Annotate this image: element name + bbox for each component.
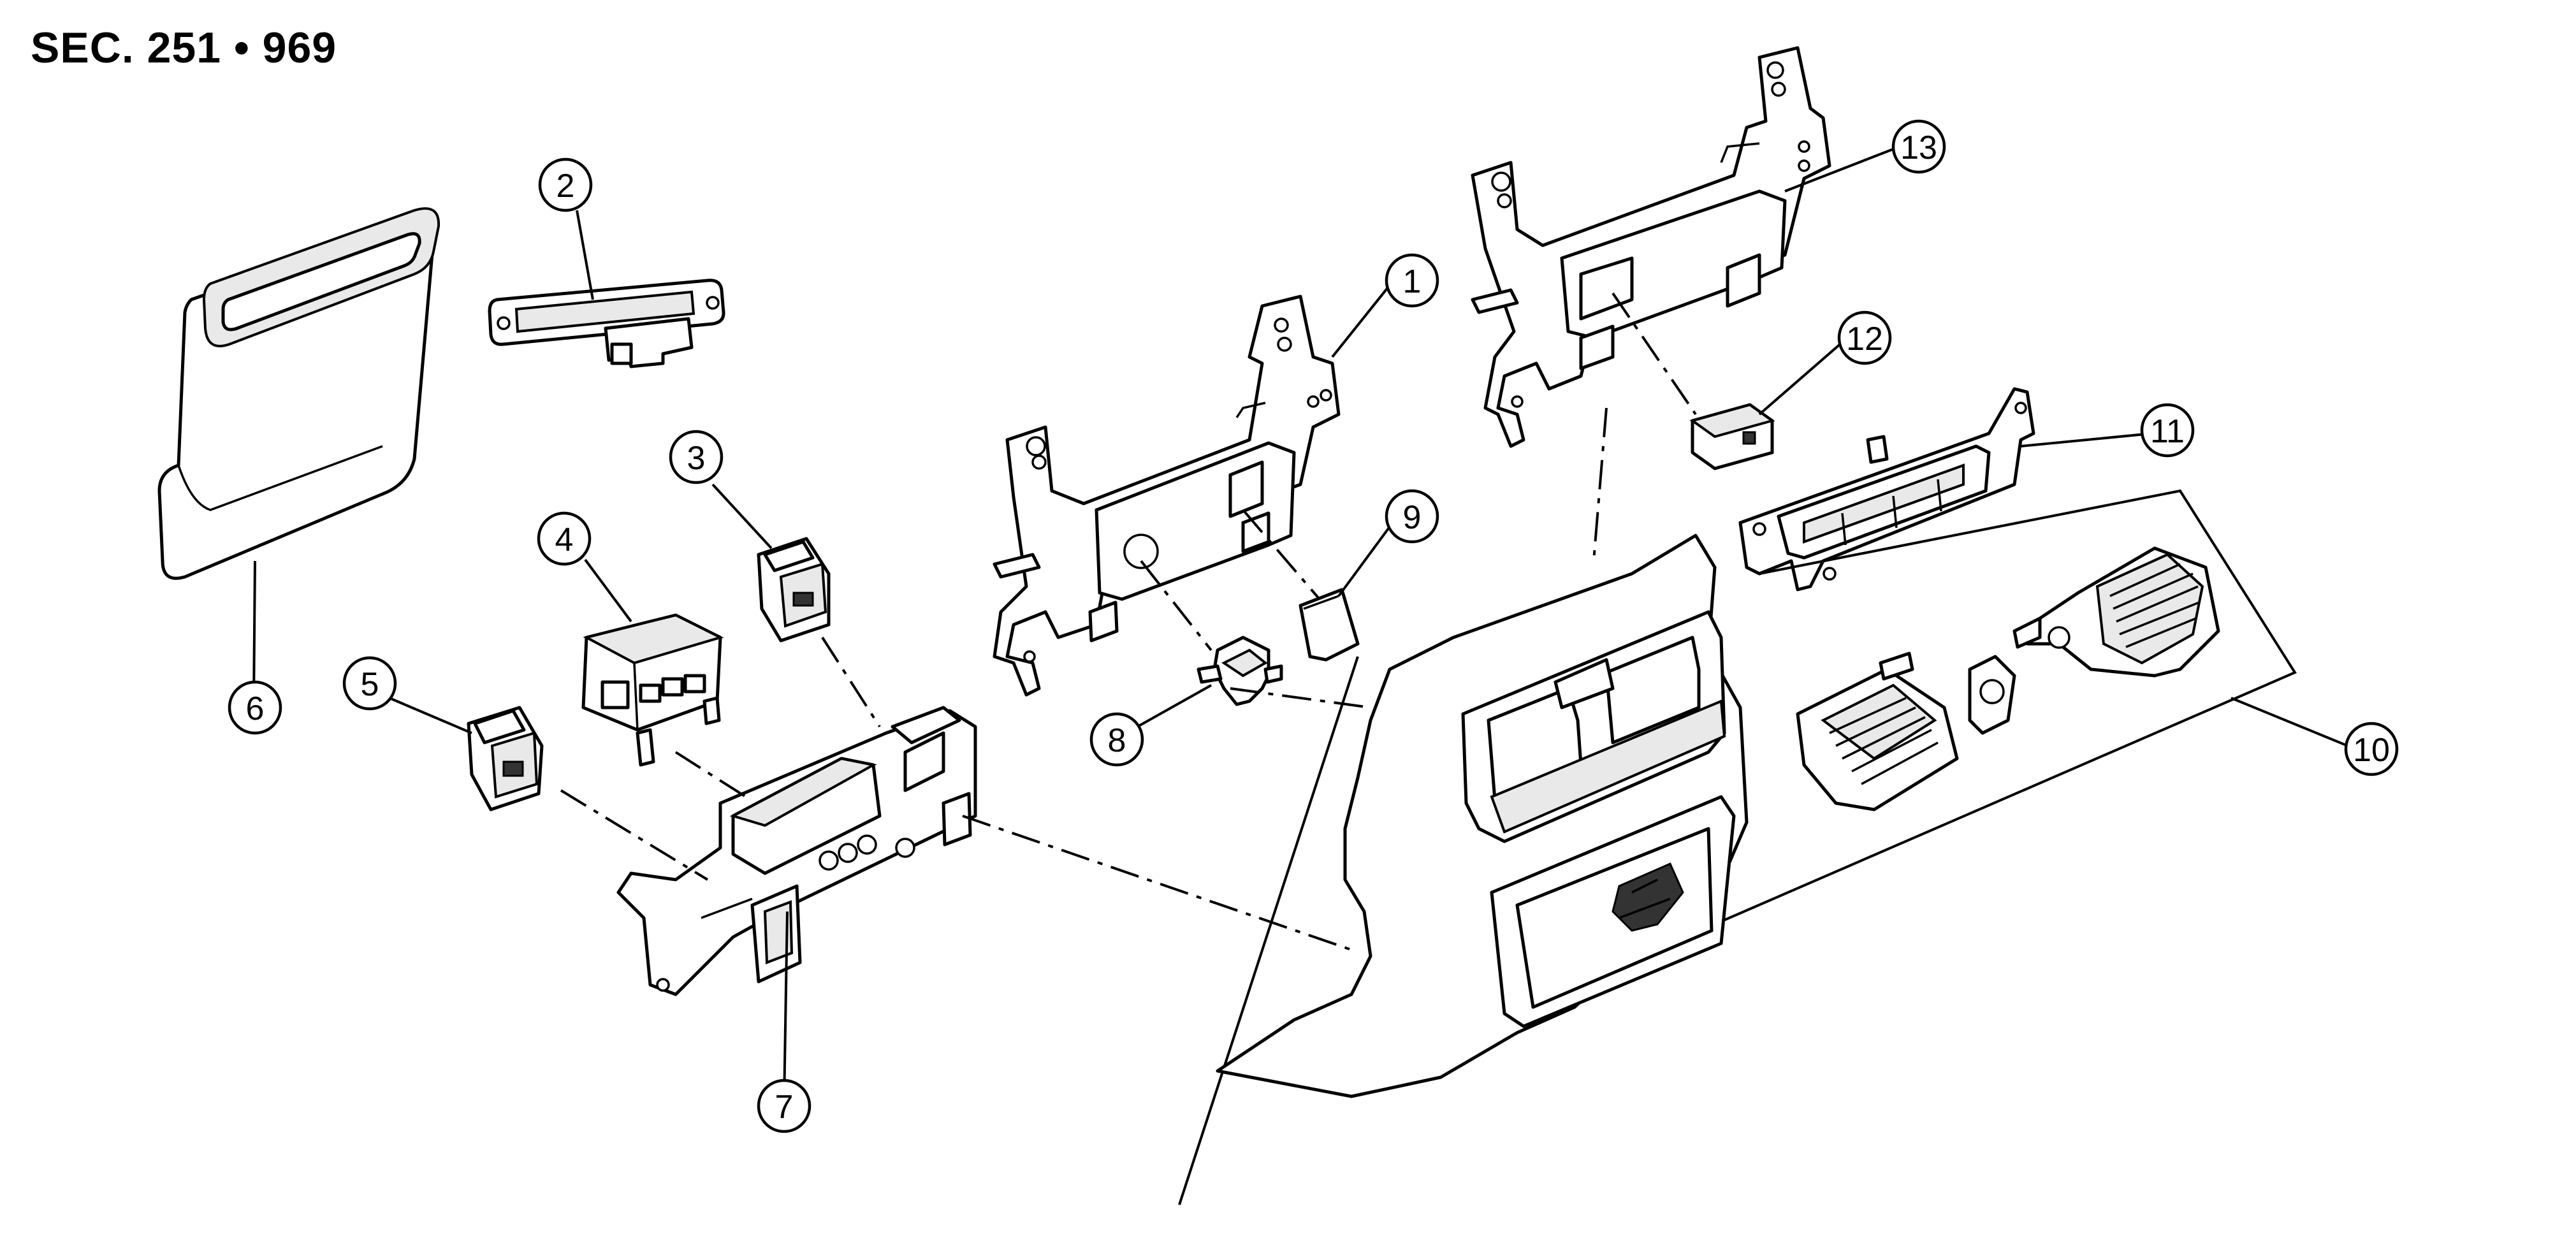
svg-text:8: 8 (1108, 722, 1126, 759)
callout-7: 7 (757, 1079, 811, 1133)
part-13-bracket (1471, 46, 1831, 448)
svg-text:10: 10 (2353, 732, 2390, 769)
callout-10: 10 (2344, 722, 2399, 776)
svg-text:4: 4 (555, 521, 574, 558)
svg-text:3: 3 (687, 440, 706, 477)
part-4-module (581, 613, 724, 767)
part-9-lid (1299, 588, 1360, 662)
section-reference: SEC. 251 • 969 (31, 24, 337, 72)
callout-1: 1 (1385, 253, 1439, 308)
part-8-clip (1197, 636, 1283, 706)
callout-leaders (252, 145, 2356, 1103)
callout-8: 8 (1089, 712, 1144, 767)
part-3-switch (757, 537, 831, 643)
callout-2: 2 (538, 157, 593, 212)
part-11-vent-bezel (1738, 387, 2035, 592)
svg-text:6: 6 (246, 690, 265, 727)
svg-text:9: 9 (1403, 499, 1422, 536)
part-5-switch (467, 706, 544, 811)
main-console-finisher (1178, 534, 1749, 1205)
callout-12: 12 (1837, 310, 1892, 365)
svg-text:11: 11 (2150, 413, 2185, 450)
assembly-dash-lines (560, 292, 1697, 951)
callout-6: 6 (228, 680, 282, 735)
svg-text:13: 13 (1900, 129, 1937, 166)
callout-5: 5 (342, 656, 397, 711)
svg-text:5: 5 (361, 666, 379, 703)
part-2-sensor-bracket (488, 279, 725, 368)
callout-4: 4 (537, 511, 592, 566)
svg-text:7: 7 (775, 1089, 794, 1126)
callout-13: 13 (1891, 119, 1946, 174)
part-7-control-unit (616, 706, 977, 996)
callout-11: 11 (2140, 403, 2195, 458)
part-10-kit-outline (1523, 489, 2297, 1008)
svg-text:1: 1 (1403, 263, 1422, 300)
callout-9: 9 (1385, 489, 1439, 544)
svg-text:2: 2 (557, 168, 575, 205)
callout-3: 3 (669, 430, 724, 484)
part-12-cap (1689, 403, 1775, 470)
part-10-vents (1796, 546, 2220, 811)
part-1-bracket (993, 294, 1341, 697)
svg-text:12: 12 (1846, 321, 1883, 358)
part-6-finisher-panel (157, 207, 440, 580)
